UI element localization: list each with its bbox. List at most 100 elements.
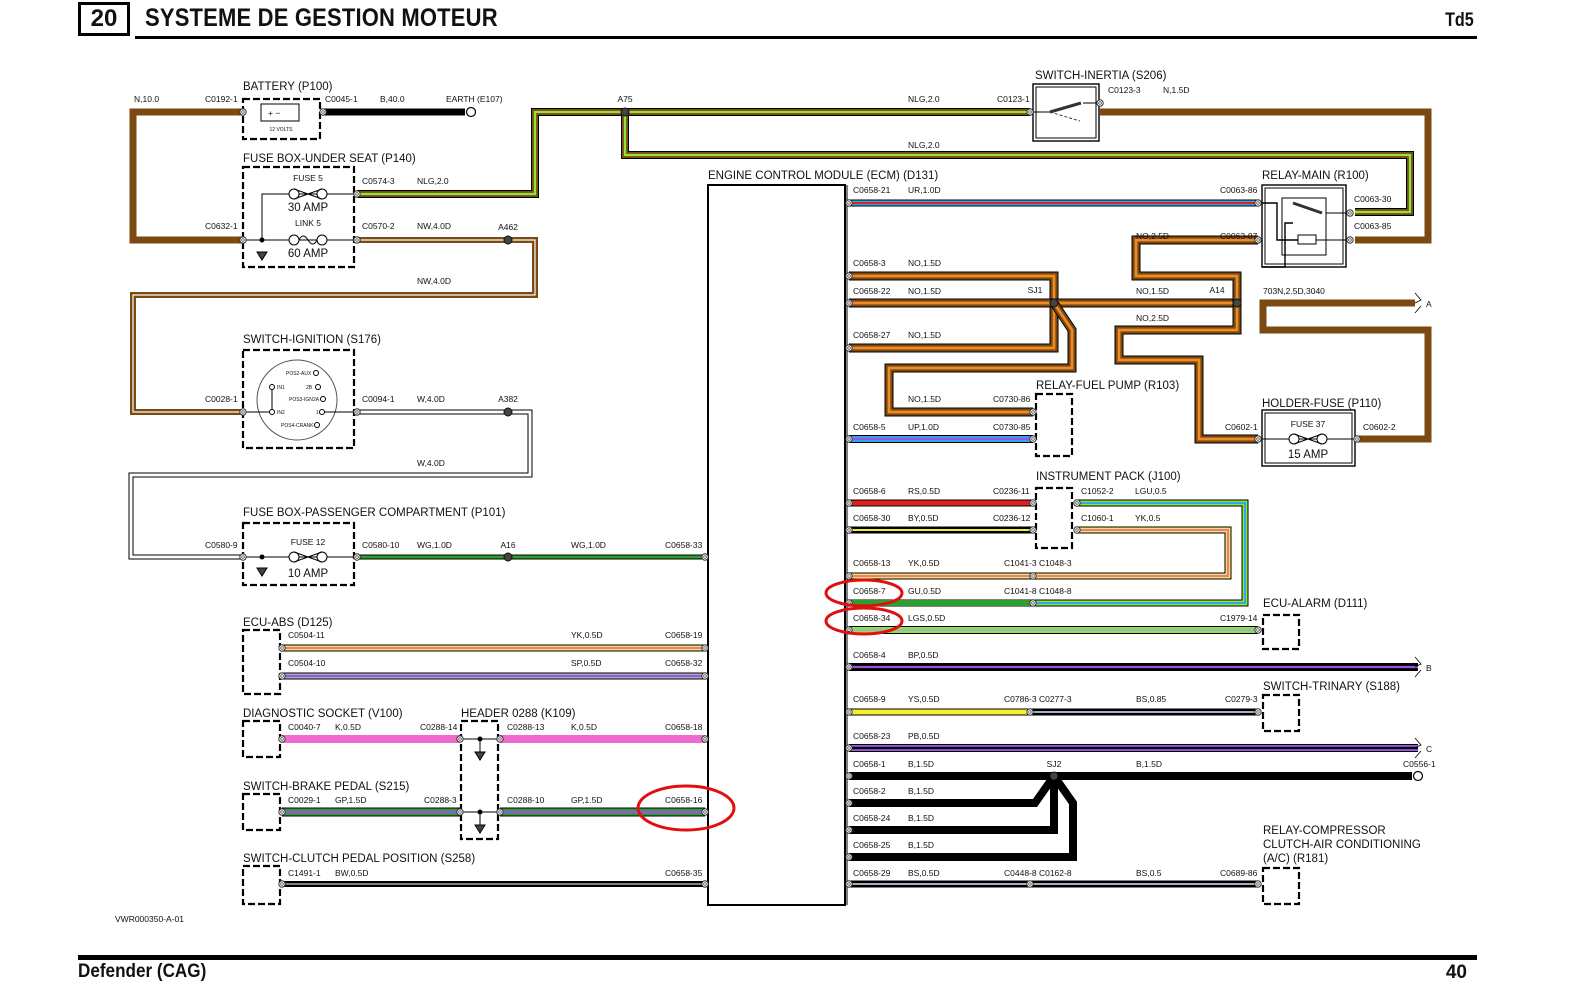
connector-pin xyxy=(1029,572,1037,580)
ecm-wire-label: BS,0.5D xyxy=(908,868,940,878)
ecm-wire-label: BY,0.5D xyxy=(908,513,939,523)
switch-inertia-label: SWITCH-INERTIA (S206) xyxy=(1035,70,1167,82)
pin-center xyxy=(847,501,851,505)
fuse-12-rating: 10 AMP xyxy=(288,568,329,580)
pin-center xyxy=(703,555,707,559)
pin-center xyxy=(1031,437,1035,441)
wire-tracer xyxy=(849,502,1246,604)
connector-pin xyxy=(1346,236,1354,244)
wire-label: C0658-18 xyxy=(665,722,703,732)
connector-pin xyxy=(278,735,286,743)
wire-703n xyxy=(1259,299,1432,443)
splice-node xyxy=(620,107,630,117)
connector-pin xyxy=(701,880,709,888)
box-inner xyxy=(1264,187,1344,265)
ignition-pin-label: POS4-CRANK xyxy=(281,423,314,429)
wire-label: YK,0.5D xyxy=(571,630,603,640)
ignition-pin-label: IN2 xyxy=(277,410,285,416)
junction-dot xyxy=(477,809,483,815)
ecm-wire-label: NO,1.5D xyxy=(908,286,941,296)
ignition-pin-label: POS3-IGN xyxy=(289,397,313,403)
connector-pin xyxy=(845,880,853,888)
pin-center xyxy=(1256,437,1260,441)
battery-terminals: + − xyxy=(268,108,280,118)
ground-icon xyxy=(474,824,486,834)
connector-pin xyxy=(496,808,504,816)
connector-pin xyxy=(1073,526,1081,534)
connector-pin xyxy=(845,572,853,580)
wire-tracer xyxy=(849,529,1229,577)
wire-label: N,10.0 xyxy=(134,94,159,104)
pin-center xyxy=(355,192,359,196)
connector-pin xyxy=(353,553,361,561)
connector-pin xyxy=(278,808,286,816)
ecm-wire-label: YS,0.5D xyxy=(908,694,940,704)
switch-clutch-label: SWITCH-CLUTCH PEDAL POSITION (S258) xyxy=(243,853,475,865)
wire-label: C0580-10 xyxy=(362,540,400,550)
fuse-12-label: FUSE 12 xyxy=(291,537,326,547)
pin-center xyxy=(1348,211,1352,215)
off-page-connector xyxy=(1414,292,1422,314)
pin-center xyxy=(1256,628,1260,632)
holder-fuse-box xyxy=(1261,409,1356,467)
relay-compressor-label: CLUTCH-AIR CONDITIONING xyxy=(1263,839,1421,851)
connector-pin xyxy=(1353,435,1361,443)
wire-yk-loop xyxy=(849,526,1232,580)
wire-label: C0123-3 xyxy=(1108,85,1141,95)
pin-center xyxy=(241,238,245,242)
ignition-pin xyxy=(314,422,320,428)
fuse-5-rating: 30 AMP xyxy=(288,202,329,214)
wire-label: K,0.5D xyxy=(571,722,597,732)
off-page-chevron xyxy=(1414,737,1422,759)
connector-pin xyxy=(456,808,464,816)
wire-label: C0658-35 xyxy=(665,868,703,878)
wire-label: C0063-87 xyxy=(1220,231,1258,241)
splice-label: SJ1 xyxy=(1028,285,1043,295)
connector-pin xyxy=(1029,499,1037,507)
ecm-pin-label: C0658-34 xyxy=(853,613,891,623)
section-number: 20 xyxy=(78,2,130,36)
ecm-wire-label: B,1.5D xyxy=(908,840,934,850)
ground-icon xyxy=(256,251,268,261)
connector-pin xyxy=(701,808,709,816)
wire-tracer xyxy=(887,302,1074,414)
wire-label: NO,2.5D xyxy=(1136,313,1169,323)
wire-label: B,40.0 xyxy=(380,94,405,104)
page-number: 40 xyxy=(1445,962,1467,983)
relay-coil xyxy=(1297,234,1317,245)
connector-pin xyxy=(1026,108,1034,116)
connector-pin xyxy=(319,108,327,116)
connector-pin xyxy=(845,526,853,534)
connector-pin xyxy=(353,236,361,244)
ecm-pin-label: C0658-13 xyxy=(853,558,891,568)
wire-tracer xyxy=(849,274,1056,350)
ecm-wire-label: PB,0.5D xyxy=(908,731,940,741)
connector-pin xyxy=(845,199,853,207)
connector-pin xyxy=(845,744,853,752)
wire-w-inner xyxy=(129,410,532,559)
wire-label: BW,0.5D xyxy=(335,868,369,878)
pin-center xyxy=(847,665,851,669)
fuse-37-rating: 15 AMP xyxy=(1288,449,1329,461)
pin-center xyxy=(280,646,284,650)
wire-label: NLG,2.0 xyxy=(908,140,940,150)
wire-b-15-25 xyxy=(849,773,1077,861)
ignition-pin xyxy=(320,396,326,402)
wire-label: WG,1.0D xyxy=(417,540,452,550)
ecm-pin-label: C0658-30 xyxy=(853,513,891,523)
pin-center xyxy=(355,410,359,414)
splice-label: A382 xyxy=(498,394,518,404)
ecm-pin-label: C0658-6 xyxy=(853,486,886,496)
ecu-alarm-box xyxy=(1261,613,1301,651)
pin-center xyxy=(1031,528,1035,532)
ecu-alarm-label: ECU-ALARM (D111) xyxy=(1263,598,1368,610)
ecm-wire-label: NO,1.5D xyxy=(908,330,941,340)
pin-center xyxy=(1256,201,1260,205)
splice-label: A462 xyxy=(498,222,518,232)
splice-node xyxy=(503,407,513,417)
pin-center xyxy=(703,737,707,741)
inertia-contact xyxy=(1049,101,1082,114)
switch-brake-box xyxy=(241,792,282,832)
connector-pin xyxy=(239,408,247,416)
